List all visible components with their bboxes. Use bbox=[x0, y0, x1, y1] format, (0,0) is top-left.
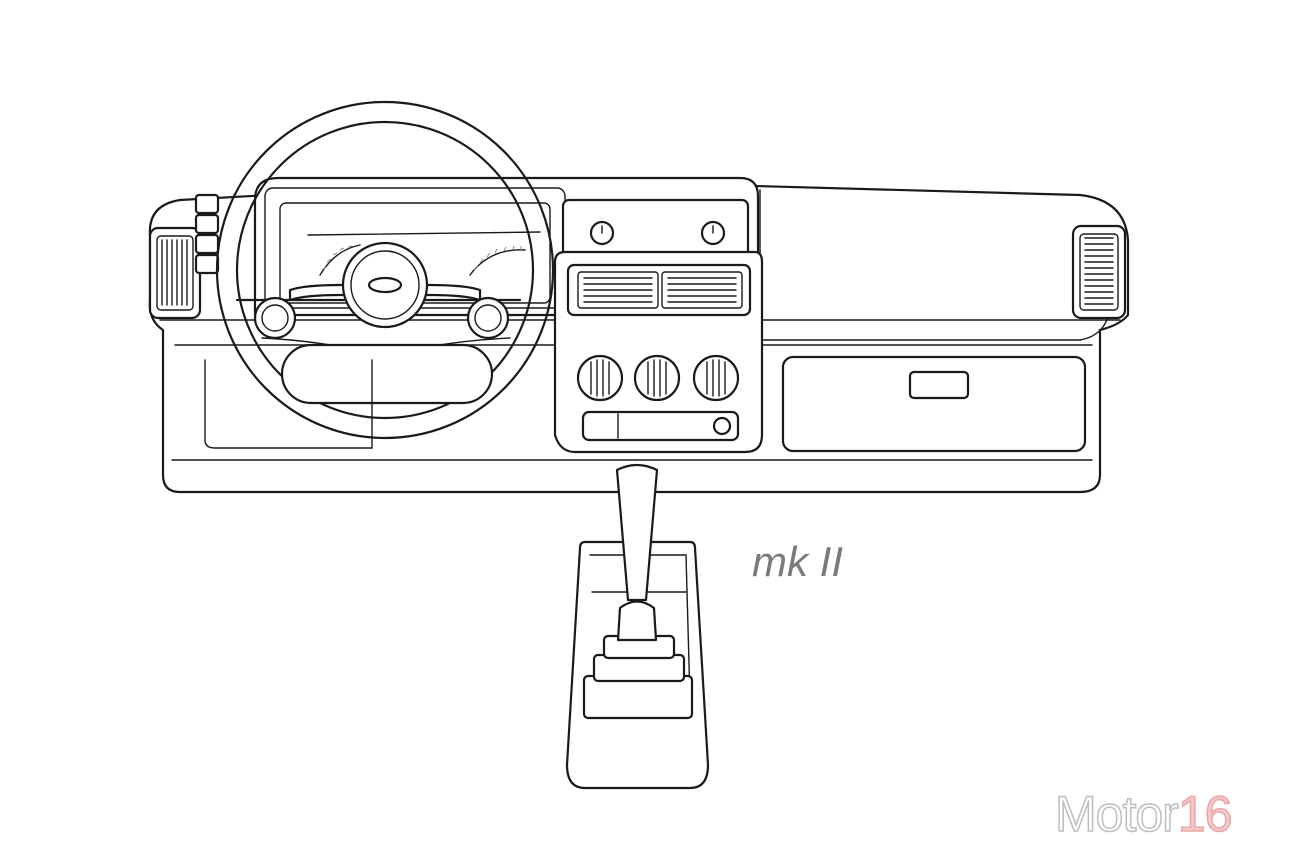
radio-slot bbox=[581, 410, 740, 442]
glovebox[interactable] bbox=[781, 355, 1087, 453]
model-label: mk II bbox=[752, 538, 843, 585]
left-lower-panel bbox=[204, 359, 373, 449]
brand-watermark: Motor16 bbox=[1054, 785, 1233, 843]
center-console bbox=[553, 198, 764, 454]
right-air-vent bbox=[1071, 224, 1127, 320]
tachometer-gauge bbox=[469, 245, 526, 276]
steering-wheel[interactable] bbox=[215, 100, 555, 440]
side-switches bbox=[194, 193, 220, 275]
watermark-text: Motor bbox=[1054, 785, 1179, 843]
ford-logo-icon bbox=[367, 276, 403, 294]
watermark-number: 16 bbox=[1177, 785, 1233, 843]
left-air-vent bbox=[148, 226, 202, 320]
center-air-vents bbox=[566, 263, 752, 317]
gear-shifter-console bbox=[565, 540, 710, 790]
glovebox-handle[interactable] bbox=[908, 370, 970, 400]
heater-control-knobs[interactable] bbox=[576, 354, 740, 402]
gear-lever[interactable] bbox=[615, 463, 659, 642]
speedometer-gauge bbox=[319, 244, 361, 276]
